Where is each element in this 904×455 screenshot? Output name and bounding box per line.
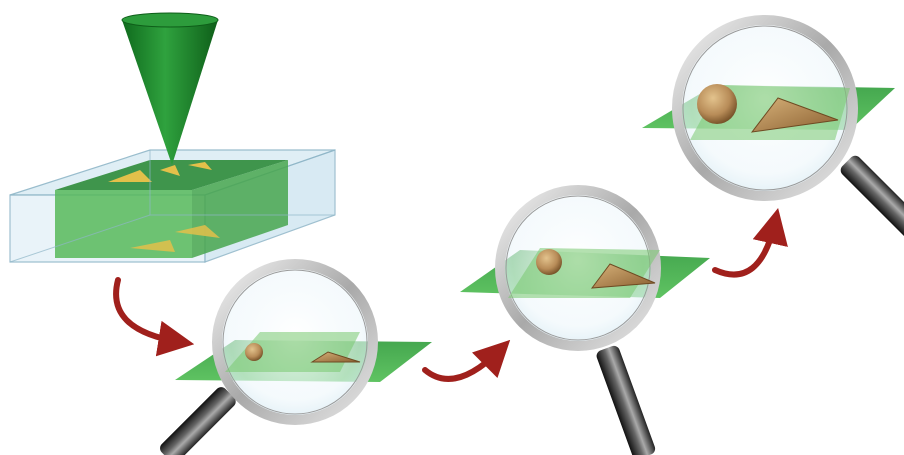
- round-particle-3: [697, 84, 737, 124]
- triangular-particle-3: [750, 97, 839, 133]
- magnifier-1: [160, 259, 432, 455]
- yellow-particle-4: [130, 240, 175, 252]
- yellow-particle-5: [175, 225, 220, 238]
- yellow-particle-1: [108, 170, 152, 182]
- green-slab: [55, 160, 288, 190]
- magnifier-3: [642, 15, 904, 239]
- magnifier-2: [460, 185, 710, 455]
- arrow-1: [113, 277, 195, 357]
- yellow-particle-2: [160, 165, 180, 176]
- round-particle-2: [536, 249, 562, 275]
- arrow-2: [422, 339, 511, 382]
- magnifier-3-handle: [840, 155, 904, 239]
- magnifier-1-handle: [160, 387, 236, 455]
- round-particle-1: [245, 343, 263, 361]
- yellow-particle-3: [188, 162, 212, 170]
- sample-block: [9, 149, 336, 263]
- triangular-particle-1: [310, 351, 361, 363]
- green-cone-beam: [121, 12, 219, 165]
- arrow-3: [712, 207, 788, 278]
- triangular-particle-2: [590, 263, 656, 289]
- magnifier-2-handle: [596, 345, 656, 455]
